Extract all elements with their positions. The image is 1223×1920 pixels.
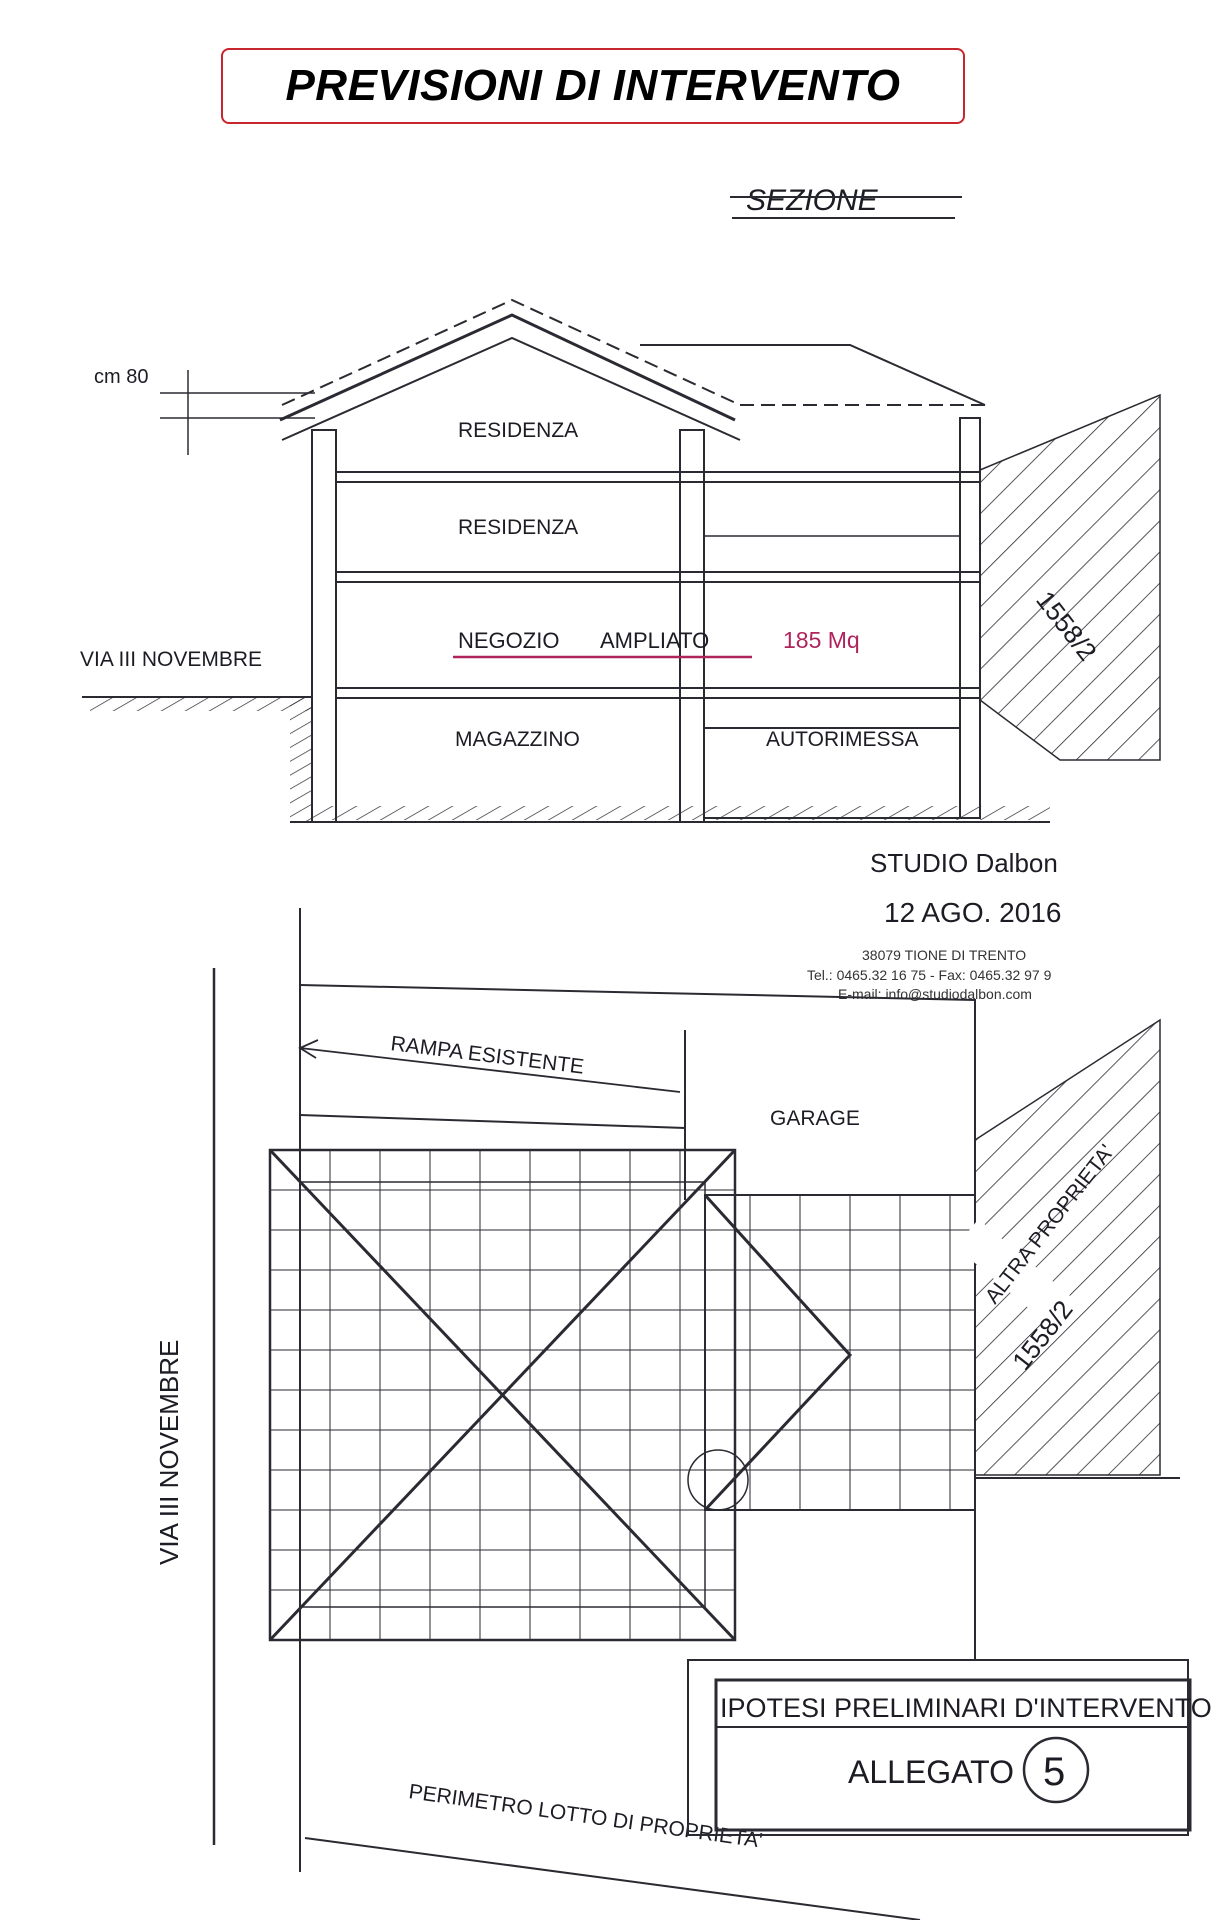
label-box-attachment: ALLEGATO (848, 1754, 1014, 1790)
main-roof-hip-2 (268, 1148, 737, 1642)
detail-circle (687, 1449, 749, 1511)
lot-bottom-edge (304, 1837, 921, 1920)
attachment-number: 5 (1043, 1750, 1065, 1794)
ramp-bottom (299, 1114, 686, 1129)
rear-roof-rafters (705, 1195, 975, 1510)
floor-label-negozio: NEGOZIO (458, 628, 559, 653)
floor-label-ampliato: AMPLIATO (600, 628, 709, 653)
street-label: VIA III NOVEMBRE (80, 648, 262, 671)
ramp-label: RAMPA ESISTENTE (389, 1032, 585, 1079)
existing-roof (279, 313, 736, 422)
rear-roof-hips (703, 1193, 853, 1512)
stamp-city: 38079 TIONE DI TRENTO (862, 947, 1026, 963)
rear-roof (640, 344, 986, 406)
ramp-arrow-line (299, 1047, 681, 1093)
middle-wall (679, 429, 705, 823)
street-ground-hatch (90, 697, 312, 711)
section-drawing: SEZIONE cm 80 RESIDENZA RESIDENZA NEGOZI… (80, 184, 1161, 823)
left-wall (311, 429, 337, 823)
stamp-date: 12 AGO. 2016 (884, 897, 1061, 928)
proposed-roof (281, 298, 741, 406)
section-title: SEZIONE (746, 184, 879, 217)
label-box-inner (714, 1678, 1192, 1832)
attachment-label-box: IPOTESI PRELIMINARI D'INTERVENTO ALLEGAT… (687, 1659, 1212, 1836)
other-property-label-bg (955, 1219, 1077, 1329)
rear-roof-outline (704, 1194, 976, 1511)
other-property-hatch (974, 1018, 1161, 1476)
floor-label-magazzino: MAGAZZINO (455, 728, 580, 751)
right-wall (959, 417, 981, 819)
neighbor-hatch (979, 393, 1161, 761)
page-title: PREVISIONI DI INTERVENTO (285, 61, 901, 110)
floor-label-residenza-top: RESIDENZA (458, 419, 578, 442)
foundation-hatch (312, 806, 1050, 820)
plan-drawing: VIA III NOVEMBRE RAMPA ESISTENTE GARAGE (154, 908, 1180, 1920)
stamp-logo: STUDIO Dalbon (870, 848, 1058, 878)
stamp-phone: Tel.: 0465.32 16 75 - Fax: 0465.32 97 9 (807, 967, 1052, 983)
title-box: PREVISIONI DI INTERVENTO (221, 48, 965, 124)
garage-label: GARAGE (770, 1107, 860, 1130)
perimeter-label: PERIMETRO LOTTO DI PROPRIETA' (407, 1780, 764, 1852)
roof-underside (281, 336, 741, 441)
label-box-outer (687, 1659, 1189, 1836)
plan-street-label: VIA III NOVEMBRE (154, 1340, 184, 1565)
label-box-title: IPOTESI PRELIMINARI D'INTERVENTO (720, 1693, 1212, 1723)
floor-label-residenza: RESIDENZA (458, 516, 578, 539)
main-roof-outline (268, 1148, 737, 1642)
floor-label-autorimessa: AUTORIMESSA (766, 728, 918, 751)
attachment-number-circle (1022, 1736, 1090, 1804)
studio-stamp: STUDIO Dalbon 12 AGO. 2016 38079 TIONE D… (807, 848, 1061, 1002)
dimension-label: cm 80 (94, 366, 148, 388)
left-foundation-hatch (290, 697, 312, 822)
ramp-arrow-head (298, 1039, 319, 1059)
area-label: 185 Mq (783, 627, 860, 653)
